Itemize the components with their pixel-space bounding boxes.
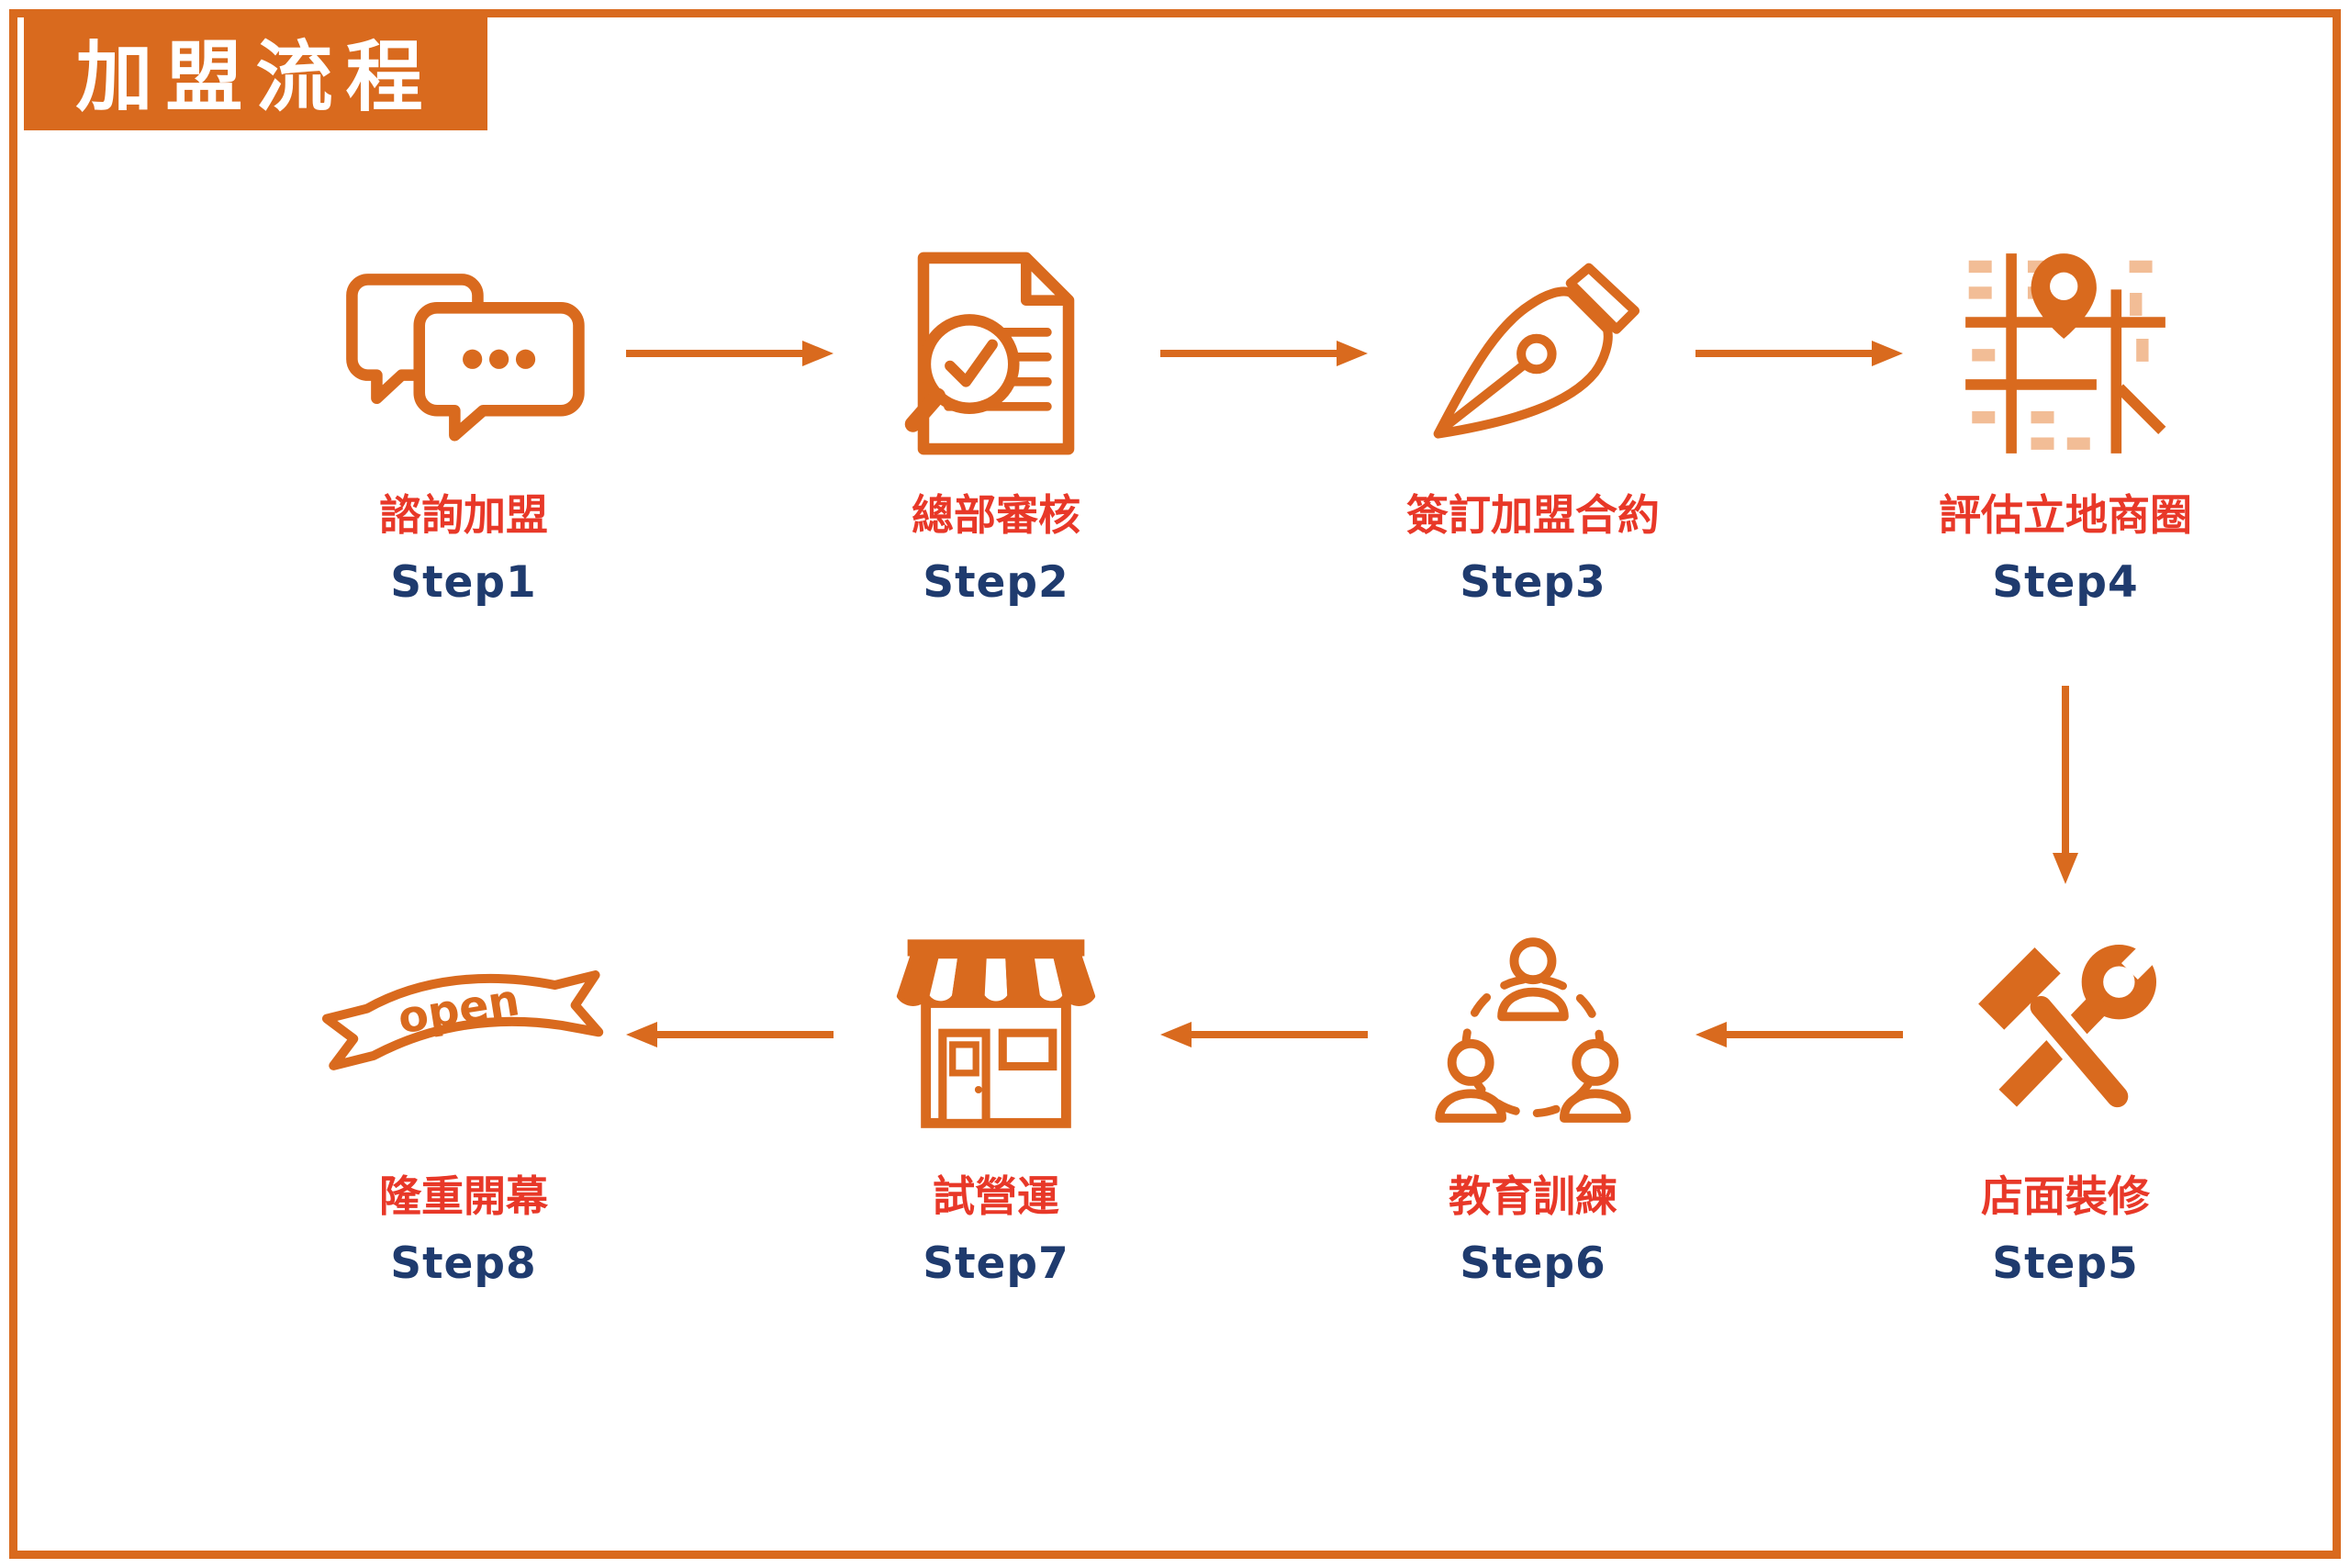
step-item-3: 簽訂加盟合約 Step3 <box>1267 239 1799 610</box>
arrow-left-icon <box>626 1022 834 1047</box>
arrow-down-icon <box>2053 686 2078 884</box>
step-item-6: 教育訓練 Step6 <box>1267 920 1799 1291</box>
step-label: 店面裝修 <box>1981 1171 2150 1221</box>
step-number: Step2 <box>923 557 1069 609</box>
step-number: Step5 <box>1992 1238 2139 1290</box>
page-title: 加盟流程 <box>24 11 487 130</box>
step-item-4: 評估立地商圈 Step4 <box>1799 239 2332 610</box>
step-number: Step1 <box>390 557 537 609</box>
arrow-right-icon <box>1695 341 1903 366</box>
document-review-icon <box>904 252 1075 455</box>
step-label: 諮詢加盟 <box>379 490 548 540</box>
storefront-icon <box>896 939 1096 1128</box>
step-number: Step8 <box>390 1238 537 1290</box>
training-group-icon <box>1435 937 1631 1123</box>
step-item-8: open 隆重開幕 Step8 <box>197 920 730 1291</box>
step-label: 簽訂加盟合約 <box>1406 490 1660 540</box>
step-item-1: 諮詢加盟 Step1 <box>197 239 730 610</box>
step-label: 隆重開幕 <box>379 1171 548 1221</box>
step-label: 教育訓練 <box>1449 1171 1617 1221</box>
step-label: 評估立地商圈 <box>1939 490 2192 540</box>
arrow-right-icon <box>626 341 834 366</box>
step-number: Step7 <box>923 1238 1069 1290</box>
step-label: 試營運 <box>933 1171 1059 1221</box>
step-number: Step3 <box>1460 557 1606 609</box>
map-location-icon <box>1965 253 2166 454</box>
pen-nib-icon <box>1433 263 1639 439</box>
open-banner-icon: open <box>321 970 604 1070</box>
step-number: Step6 <box>1460 1238 1606 1290</box>
arrow-left-icon <box>1695 1022 1903 1047</box>
step-item-5: 店面裝修 Step5 <box>1799 920 2332 1291</box>
step-item-2: 總部審核 Step2 <box>730 239 1262 610</box>
chat-bubbles-icon <box>346 273 585 442</box>
step-number: Step4 <box>1992 557 2139 609</box>
arrow-right-icon <box>1160 341 1368 366</box>
arrow-left-icon <box>1160 1022 1368 1047</box>
step-label: 總部審核 <box>912 490 1080 540</box>
tools-icon <box>1969 927 2173 1114</box>
step-item-7: 試營運 Step7 <box>730 920 1262 1291</box>
